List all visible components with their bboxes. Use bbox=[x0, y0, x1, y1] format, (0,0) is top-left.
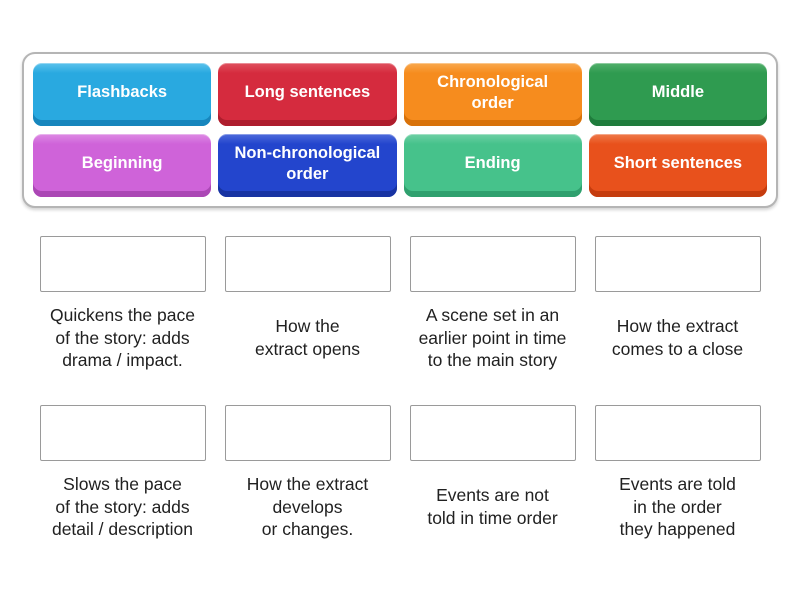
slot-description: How the extract opens bbox=[254, 316, 361, 359]
match-slot: How the extract opens bbox=[215, 236, 400, 384]
draggable-tile[interactable]: Middle bbox=[588, 63, 767, 126]
match-slot: Events are told in the order they happen… bbox=[585, 405, 770, 553]
draggable-tile[interactable]: Ending bbox=[403, 134, 582, 197]
drop-zone[interactable] bbox=[39, 405, 206, 461]
slot-description: How the extract develops or changes. bbox=[246, 473, 369, 540]
drop-zone[interactable] bbox=[224, 236, 391, 292]
slot-description: Slows the pace of the story: adds detail… bbox=[51, 473, 194, 540]
slot-description: How the extract comes to a close bbox=[611, 316, 744, 359]
tile-label: Beginning bbox=[81, 154, 163, 173]
match-slot: How the extract develops or changes. bbox=[215, 405, 400, 553]
slot-description: Events are told in the order they happen… bbox=[619, 473, 736, 540]
tile-label: Long sentences bbox=[244, 83, 371, 102]
match-slot: A scene set in an earlier point in time … bbox=[400, 236, 585, 384]
tile-label: Flashbacks bbox=[77, 83, 168, 102]
tile-label: Non-chronological order bbox=[234, 143, 381, 183]
slot-description-area: Slows the pace of the story: adds detail… bbox=[30, 461, 215, 553]
match-slot: Slows the pace of the story: adds detail… bbox=[30, 405, 215, 553]
drop-zone[interactable] bbox=[594, 236, 761, 292]
match-slot: Events are not told in time order bbox=[400, 405, 585, 553]
slot-description-area: A scene set in an earlier point in time … bbox=[400, 292, 585, 384]
slot-description-area: How the extract comes to a close bbox=[585, 292, 770, 384]
drop-zone[interactable] bbox=[594, 405, 761, 461]
slot-description: A scene set in an earlier point in time … bbox=[418, 304, 567, 371]
tile-bank: Flashbacks Long sentences Chronological … bbox=[22, 52, 778, 208]
draggable-tile[interactable]: Flashbacks bbox=[33, 63, 212, 126]
slot-description-area: How the extract opens bbox=[215, 292, 400, 384]
slot-description-area: Events are told in the order they happen… bbox=[585, 461, 770, 553]
match-slots: Quickens the pace of the story: adds dra… bbox=[30, 236, 770, 553]
slot-description: Events are not told in time order bbox=[427, 485, 558, 528]
match-slot: Quickens the pace of the story: adds dra… bbox=[30, 236, 215, 384]
drop-zone[interactable] bbox=[409, 236, 576, 292]
draggable-tile[interactable]: Chronological order bbox=[403, 63, 582, 126]
slot-description-area: Events are not told in time order bbox=[400, 461, 585, 553]
slot-description-area: Quickens the pace of the story: adds dra… bbox=[30, 292, 215, 384]
tile-label: Short sentences bbox=[613, 154, 743, 173]
drop-zone[interactable] bbox=[39, 236, 206, 292]
match-slot: How the extract comes to a close bbox=[585, 236, 770, 384]
draggable-tile[interactable]: Short sentences bbox=[588, 134, 767, 197]
draggable-tile[interactable]: Long sentences bbox=[218, 63, 397, 126]
drop-zone[interactable] bbox=[224, 405, 391, 461]
tile-label: Ending bbox=[464, 154, 521, 173]
draggable-tile[interactable]: Non-chronological order bbox=[218, 134, 397, 197]
tile-label: Chronological order bbox=[437, 72, 549, 112]
draggable-tile[interactable]: Beginning bbox=[33, 134, 212, 197]
slot-description: Quickens the pace of the story: adds dra… bbox=[50, 304, 195, 371]
slot-description-area: How the extract develops or changes. bbox=[215, 461, 400, 553]
tile-label: Middle bbox=[651, 83, 704, 102]
drop-zone[interactable] bbox=[409, 405, 576, 461]
